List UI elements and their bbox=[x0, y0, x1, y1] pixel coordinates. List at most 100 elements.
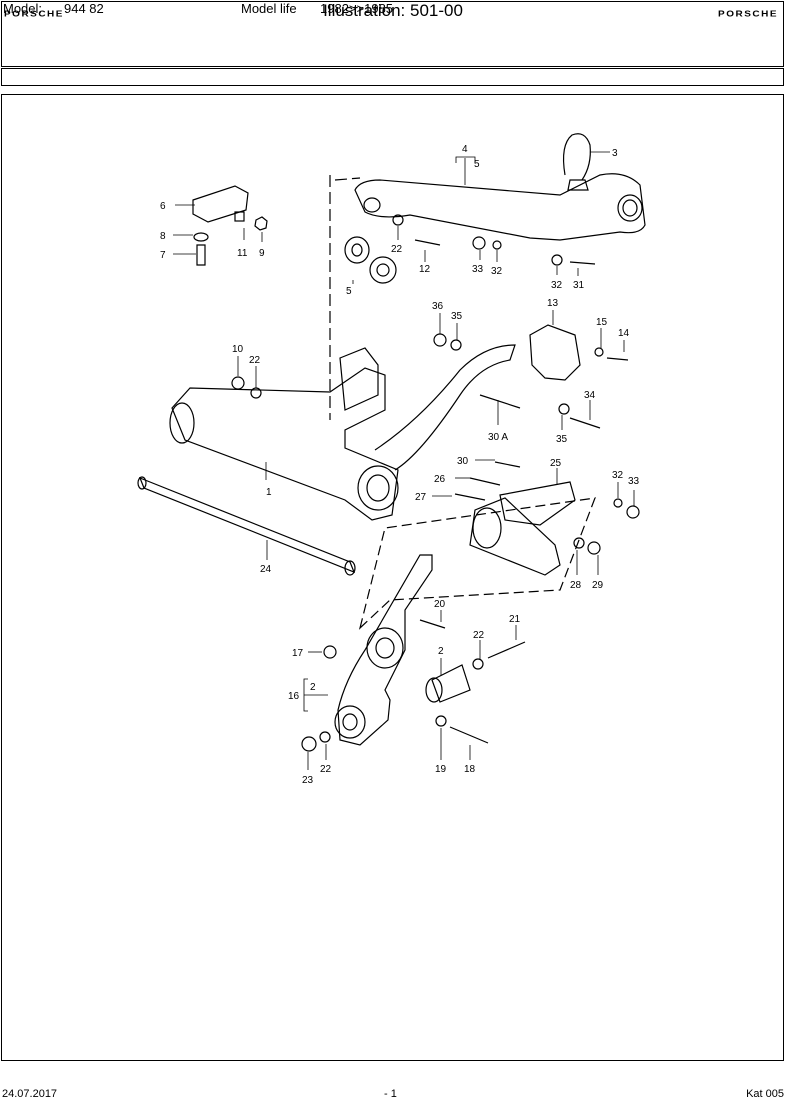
callout-2b: 2 bbox=[438, 646, 444, 657]
part-2-bushing bbox=[431, 664, 471, 703]
part-33-nut-b bbox=[626, 505, 640, 519]
part-8-washer bbox=[193, 232, 209, 242]
callout-21: 21 bbox=[509, 614, 521, 625]
callout-6: 6 bbox=[160, 201, 166, 212]
callout-4: 4 bbox=[462, 144, 468, 155]
callout-15: 15 bbox=[596, 317, 608, 328]
callout-10: 10 bbox=[232, 344, 244, 355]
part-33-nut-a bbox=[472, 236, 486, 250]
callout-32b: 32 bbox=[551, 280, 563, 291]
callout-24: 24 bbox=[260, 564, 272, 575]
callout-20: 20 bbox=[434, 599, 446, 610]
part-26-bolt bbox=[469, 477, 501, 486]
porsche-logo-right: PORSCHE bbox=[718, 10, 778, 19]
part-30-bolt bbox=[494, 461, 521, 468]
part-32-washer-c bbox=[613, 498, 623, 508]
part-14-bolt bbox=[606, 357, 629, 361]
part-34-bolt bbox=[569, 417, 601, 429]
part-23-nut bbox=[301, 736, 317, 752]
part-6-mount bbox=[192, 185, 249, 223]
callout-35b: 35 bbox=[556, 434, 568, 445]
part-19-washer bbox=[435, 715, 447, 727]
part-7-bolt bbox=[196, 244, 206, 266]
callout-19: 19 bbox=[435, 764, 447, 775]
callout-5a: 5 bbox=[346, 286, 352, 297]
callout-22a: 22 bbox=[391, 244, 403, 255]
part-35-washer-a bbox=[450, 339, 462, 351]
part-24-torsion-bar bbox=[138, 476, 356, 574]
part-3-crossmember bbox=[354, 173, 646, 241]
bushing-5b bbox=[369, 256, 397, 284]
part-25-bushing bbox=[469, 497, 561, 576]
part-20-bolt bbox=[419, 619, 446, 629]
callout-32c: 32 bbox=[612, 470, 624, 481]
tube-end bbox=[169, 402, 195, 444]
callout-33a: 33 bbox=[472, 264, 484, 275]
part-32-washer-a bbox=[492, 240, 502, 250]
part-10-nut bbox=[231, 376, 245, 390]
callout-23: 23 bbox=[302, 775, 314, 786]
callout-27: 27 bbox=[415, 492, 427, 503]
part-25-bracket bbox=[499, 481, 576, 526]
callout-14: 14 bbox=[618, 328, 630, 339]
header-box bbox=[1, 1, 784, 67]
callout-28: 28 bbox=[570, 580, 582, 591]
part-31-bolt bbox=[569, 261, 596, 265]
part-27-bolt bbox=[454, 493, 486, 501]
callout-36: 36 bbox=[432, 301, 444, 312]
part-3-knob bbox=[562, 133, 591, 181]
callout-9: 9 bbox=[259, 248, 265, 259]
illustration-title: Illustration: 501-00 bbox=[323, 1, 463, 20]
part-13-bracket bbox=[529, 324, 581, 381]
callout-11: 11 bbox=[237, 248, 248, 259]
model-value: 944 82 bbox=[64, 1, 104, 16]
callout-25: 25 bbox=[550, 458, 562, 469]
crossmember-socket bbox=[617, 194, 643, 222]
leader-lines bbox=[173, 151, 635, 770]
part-16-spring-plate bbox=[337, 554, 433, 746]
callout-7: 7 bbox=[160, 250, 166, 261]
callout-17: 17 bbox=[292, 648, 304, 659]
callout-22c: 22 bbox=[473, 630, 485, 641]
callout-35a: 35 bbox=[451, 311, 463, 322]
callout-5b: 5 bbox=[474, 159, 480, 170]
part-22-washer-d bbox=[319, 731, 331, 743]
callout-18: 18 bbox=[464, 764, 476, 775]
model-life-label: Model life bbox=[241, 1, 297, 16]
guide-line-2 bbox=[358, 497, 596, 630]
callout-13: 13 bbox=[547, 298, 559, 309]
part-21-bolt bbox=[487, 641, 526, 659]
callout-16: 16 bbox=[288, 691, 300, 702]
part-29-nut bbox=[587, 541, 601, 555]
diagram-frame bbox=[1, 94, 784, 1061]
part-18-bolt bbox=[449, 726, 489, 744]
callout-33b: 33 bbox=[628, 476, 640, 487]
part-36-nut bbox=[433, 333, 447, 347]
callout-8: 8 bbox=[160, 231, 166, 242]
callout-26: 26 bbox=[434, 474, 446, 485]
callout-30: 30 bbox=[457, 456, 469, 467]
part-30A-bolt bbox=[479, 394, 521, 409]
part-22-washer-b bbox=[392, 214, 404, 226]
callout-12: 12 bbox=[419, 264, 431, 275]
part-15-washer bbox=[594, 347, 604, 357]
porsche-logo-left: PORSCHE bbox=[4, 10, 64, 19]
model-label: Model: bbox=[3, 1, 43, 16]
footer-date: 24.07.2017 bbox=[2, 1088, 58, 1100]
spring-plate-arm bbox=[374, 344, 516, 471]
part-drawings bbox=[137, 133, 646, 770]
part-1-upper-mount bbox=[339, 347, 379, 411]
callout-32a: 32 bbox=[491, 266, 503, 277]
callout-22d: 22 bbox=[320, 764, 332, 775]
callout-labels: 1 2 2 5 3 4 5 6 7 8 9 10 11 12 13 14 15 … bbox=[160, 144, 640, 786]
bushing-5a bbox=[344, 236, 370, 264]
part-35-washer-b bbox=[558, 403, 570, 415]
part-22-washer-c bbox=[472, 658, 484, 670]
callout-29: 29 bbox=[592, 580, 604, 591]
footer-page-number: - 1 bbox=[384, 1088, 397, 1100]
model-bar bbox=[1, 68, 784, 86]
part-12-bolt bbox=[414, 239, 441, 246]
callout-31: 31 bbox=[573, 280, 585, 291]
callout-2a: 2 bbox=[310, 682, 316, 693]
callout-34: 34 bbox=[584, 390, 596, 401]
